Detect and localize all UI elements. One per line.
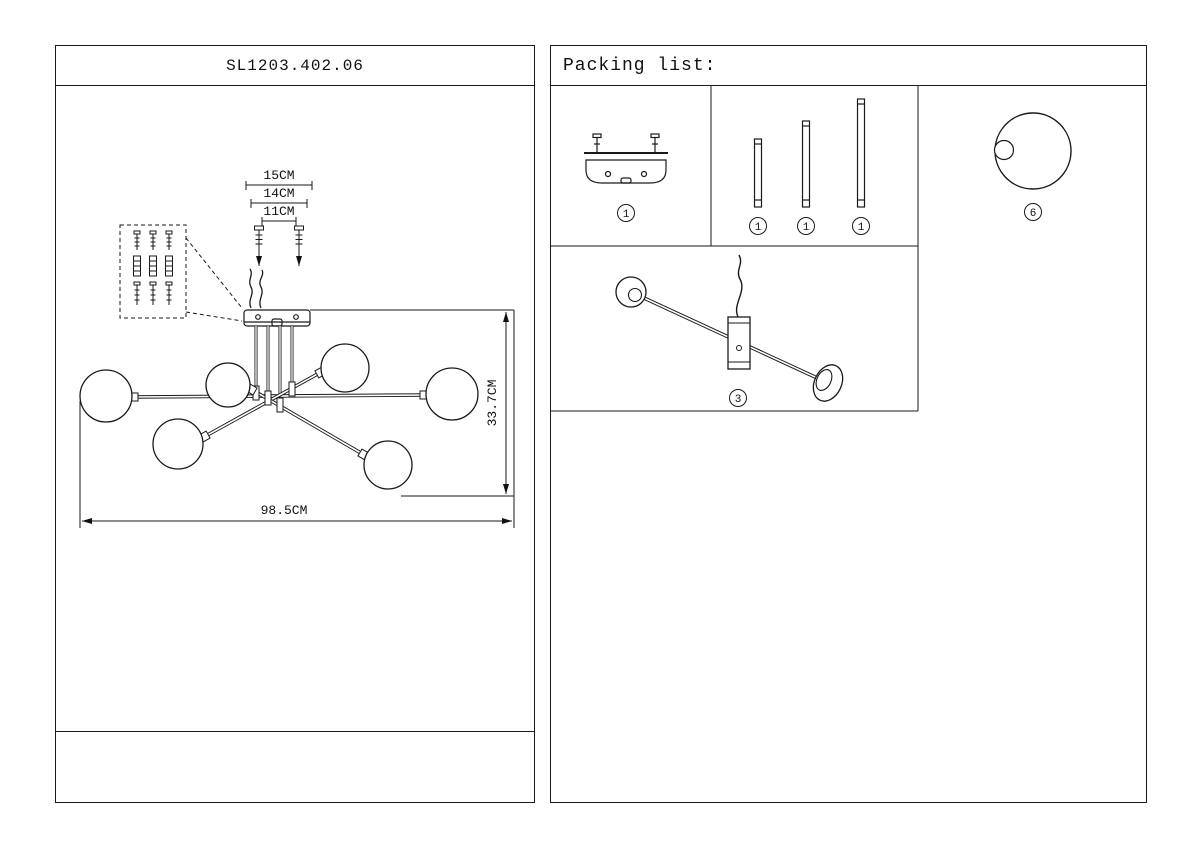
wall-plugs-row [133,255,173,277]
globe [205,362,251,408]
qty-badge-arm: 3 [729,389,747,407]
arm-wire [735,254,743,318]
globe [152,418,204,470]
dim-label-width: 98.5CM [261,503,308,518]
qty-badge-rod-medium: 1 [797,217,815,235]
dim-label-height: 33.7CM [485,380,500,427]
qty-badge-canopy: 1 [617,204,635,222]
mount-dimensions: 15CM 14CM 11CM [245,168,313,226]
item-rods: 1 1 1 [749,98,870,235]
packing-grid [551,86,919,412]
item-canopy: 1 [584,133,668,222]
fixture-diagram: 15CM 14CM 11CM [79,168,515,528]
qty-arm: 3 [735,394,742,406]
width-dimension: 98.5CM [79,310,515,528]
canopy-wires [249,268,264,309]
detail-leader-line [185,311,243,322]
globe [320,343,370,393]
height-dimension: 33.7CM [310,309,514,497]
packing-list-header: Packing list: [551,46,1146,86]
detail-leader-line [185,237,243,309]
packing-list-title: Packing list: [563,55,717,76]
qty-rod-short: 1 [755,222,762,234]
fixture-panel: SL1203.402.06 15CM 14CM [55,45,535,803]
hardware-detail-box [119,224,243,322]
packing-list-panel: Packing list: [550,45,1147,803]
model-number-header: SL1203.402.06 [56,46,534,86]
qty-rod-long: 1 [858,222,865,234]
qty-badge-rod-short: 1 [749,217,767,235]
qty-badge-rod-long: 1 [852,217,870,235]
qty-globe: 6 [1030,208,1037,220]
mount-bolts [254,225,304,266]
fixture-drawing-area: 15CM 14CM 11CM [56,86,534,731]
hang-rods [254,326,294,401]
dim-label-plate-outer: 15CM [263,168,294,183]
globe [79,369,133,423]
qty-canopy: 1 [623,209,630,221]
screws-row-bottom [133,281,173,305]
dim-label-plate-middle: 14CM [263,186,294,201]
screws-row-top [133,230,173,250]
globe [425,367,479,421]
globe [363,440,413,490]
dim-label-plate-inner: 11CM [263,204,294,219]
model-number: SL1203.402.06 [226,56,364,75]
packing-list-diagram: 1 1 1 [551,86,1072,412]
qty-badge-globe: 6 [1024,203,1042,221]
item-globe: 6 [993,112,1072,221]
item-arm-assembly: 3 [615,254,844,407]
qty-rod-medium: 1 [803,222,810,234]
globes [79,343,479,490]
hub-couplers [252,381,296,413]
left-panel-footer [56,731,534,802]
canopy [243,309,311,327]
packing-list-area: 1 1 1 [551,86,1146,802]
